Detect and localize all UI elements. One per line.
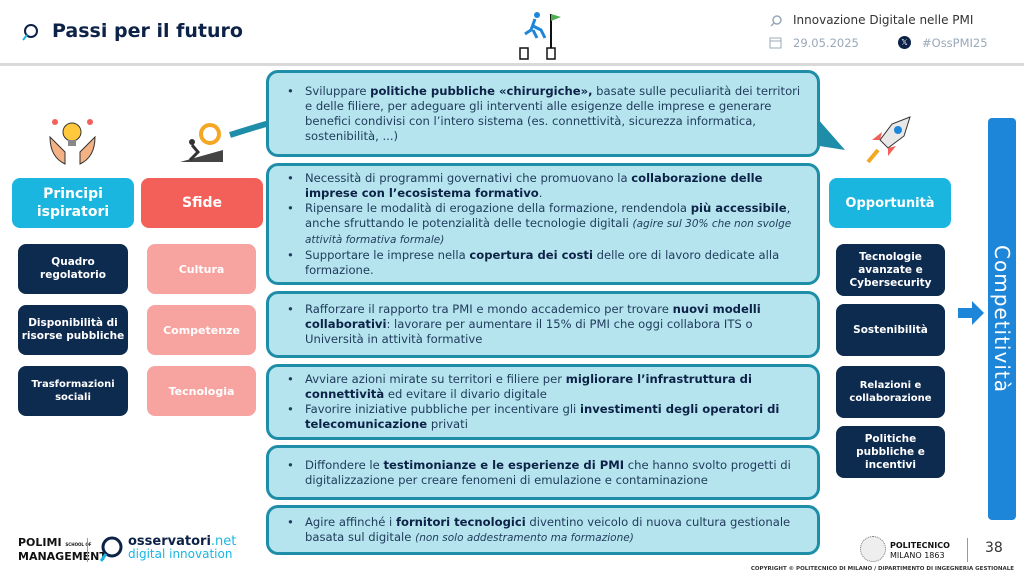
highlight-text: nuovi modelli collaborativi (305, 302, 761, 331)
principio-item: Quadro regolatorio (18, 244, 128, 294)
body-text: diventino veicolo di nuova cultura gesti… (305, 514, 791, 544)
highlight-text: politiche pubbliche «chirurgiche», (370, 83, 593, 98)
polimi-management-text: MANAGEMENT (18, 550, 107, 563)
calendar-icon (769, 37, 782, 49)
action-box-2: Necessità di programmi governativi che p… (266, 163, 820, 285)
note-text: (non solo addestramento ma formazione) (415, 531, 634, 544)
bullet-item: Agire affinché i fornitori tecnologici d… (283, 515, 807, 546)
body-text: Ripensare le modalità di erogazione dell… (305, 200, 691, 215)
highlight-text: collaborazione delle imprese con l’ecosi… (305, 170, 763, 200)
opportunita-item: Relazioni e collaborazione (836, 366, 945, 418)
body-text: privati (427, 417, 468, 431)
event-icon (770, 15, 782, 27)
action-box-4: Avviare azioni mirate su territori e fil… (266, 364, 820, 440)
copyright: COPYRIGHT © POLITECNICO DI MILANO / DIPA… (750, 566, 1014, 572)
bullet-item: Ripensare le modalità di erogazione dell… (283, 201, 807, 248)
body-text: Favorire iniziative pubbliche per incent… (305, 402, 580, 416)
oss-text: osservatori (128, 534, 211, 549)
oss-net-text: .net (210, 534, 237, 549)
opportunita-item: Tecnologie avanzate e Cybersecurity (836, 244, 945, 296)
oss-digital-text: digital innovation (128, 547, 233, 561)
hashtag: #OssPMI25 (922, 36, 988, 50)
body-text: basate sulle peculiarità dei territori e… (305, 83, 801, 143)
sfide-header: Sfide (141, 178, 263, 228)
body-text: che hanno svolto progetti di digitalizza… (305, 457, 791, 487)
bullet-item: Supportare le imprese nella copertura de… (283, 248, 807, 278)
bullet-list: Rafforzare il rapporto tra PMI e mondo a… (283, 302, 807, 347)
x-twitter-icon: 𝕏 (898, 36, 911, 49)
body-text: . (538, 185, 543, 200)
highlight-text: copertura dei costi (469, 247, 593, 262)
action-box-3: Rafforzare il rapporto tra PMI e mondo a… (266, 291, 820, 358)
politecnico-seal (860, 536, 886, 562)
footer-divider-2 (967, 538, 968, 562)
arrow-right-icon (958, 301, 984, 325)
body-text: : lavorare per aumentare il 15% di PMI c… (305, 317, 753, 346)
bullet-list: Avviare azioni mirate su territori e fil… (283, 372, 807, 432)
opportunita-item: Sostenibilità (836, 304, 945, 356)
bullet-list: Sviluppare politiche pubbliche «chirurgi… (283, 84, 807, 144)
bullet-item: Sviluppare politiche pubbliche «chirurgi… (283, 84, 807, 144)
bullet-item: Avviare azioni mirate su territori e fil… (283, 372, 807, 402)
page-title: Passi per il futuro (52, 20, 243, 42)
principi-ispiratori-header: Principi ispiratori (12, 178, 134, 228)
principio-item: Disponibilità di risorse pubbliche (18, 305, 128, 355)
body-text: ed evitare il divario digitale (384, 387, 547, 401)
runner-flag-icon (519, 12, 561, 60)
highlight-text: più accessibile (690, 200, 787, 215)
body-text: , anche sfruttando le potenzialità delle… (305, 200, 791, 230)
competitivita-label: Competitività (990, 245, 1014, 393)
highlight-text: investimenti degli operatori di telecomu… (305, 402, 780, 431)
bullet-item: Diffondere le testimonianze e le esperie… (283, 458, 807, 488)
principio-item: Trasformazioni sociali (18, 366, 128, 416)
action-box-5: Diffondere le testimonianze e le esperie… (266, 445, 820, 500)
opportunita-item: Politiche pubbliche e incentivi (836, 426, 945, 478)
osservatori-logo-icon (99, 536, 123, 562)
bullet-item: Necessità di programmi governativi che p… (283, 171, 807, 201)
bullet-list: Agire affinché i fornitori tecnologici d… (283, 515, 807, 546)
sfida-item: Tecnologia (147, 366, 256, 416)
bullet-item: Favorire iniziative pubbliche per incent… (283, 402, 807, 432)
hands-lightbulb-icon (49, 119, 96, 165)
rocket-icon (866, 116, 911, 164)
competitivita-bar: Competitività (988, 118, 1016, 520)
polimi-text: POLIMI (18, 536, 62, 549)
gear-climber-icon (180, 123, 223, 162)
body-text: Necessità di programmi governativi che p… (305, 170, 632, 185)
bullet-list: Necessità di programmi governativi che p… (283, 171, 807, 278)
politecnico-text: POLITECNICO (890, 541, 950, 550)
footer-divider (87, 538, 88, 562)
body-text: Avviare azioni mirate su territori e fil… (305, 372, 566, 386)
milano-text: MILANO 1863 (890, 551, 945, 560)
highlight-text: fornitori tecnologici (395, 514, 526, 529)
polimi-school-text: SCHOOL OF (65, 542, 92, 547)
header-divider (0, 63, 1024, 66)
body-text: Diffondere le (305, 457, 384, 472)
action-box-6: Agire affinché i fornitori tecnologici d… (266, 505, 820, 555)
sfida-item: Competenze (147, 305, 256, 355)
event-date: 29.05.2025 (793, 36, 859, 50)
body-text: Rafforzare il rapporto tra PMI e mondo a… (305, 302, 673, 316)
polimi-logo: POLIMI SCHOOL OF MANAGEMENT (18, 537, 107, 563)
sfida-item: Cultura (147, 244, 256, 294)
action-box-1: Sviluppare politiche pubbliche «chirurgi… (266, 70, 820, 157)
highlight-text: migliorare l’infrastruttura di connettiv… (305, 372, 752, 401)
event-name: Innovazione Digitale nelle PMI (793, 13, 974, 27)
body-text: delle ore di lavoro dedicate alla formaz… (305, 247, 780, 277)
body-text: Supportare le imprese nella (305, 247, 470, 262)
body-text: Sviluppare (305, 83, 371, 98)
bullet-list: Diffondere le testimonianze e le esperie… (283, 458, 807, 488)
search-logo-icon (22, 24, 38, 41)
opportunita-header: Opportunità (829, 178, 951, 228)
body-text: Agire affinché i (305, 514, 396, 529)
bullet-item: Rafforzare il rapporto tra PMI e mondo a… (283, 302, 807, 347)
page-number: 38 (985, 540, 1003, 556)
highlight-text: testimonianze e le esperienze di PMI (383, 457, 625, 472)
note-text: (agire sul 30% che non svolge attività f… (305, 217, 792, 246)
